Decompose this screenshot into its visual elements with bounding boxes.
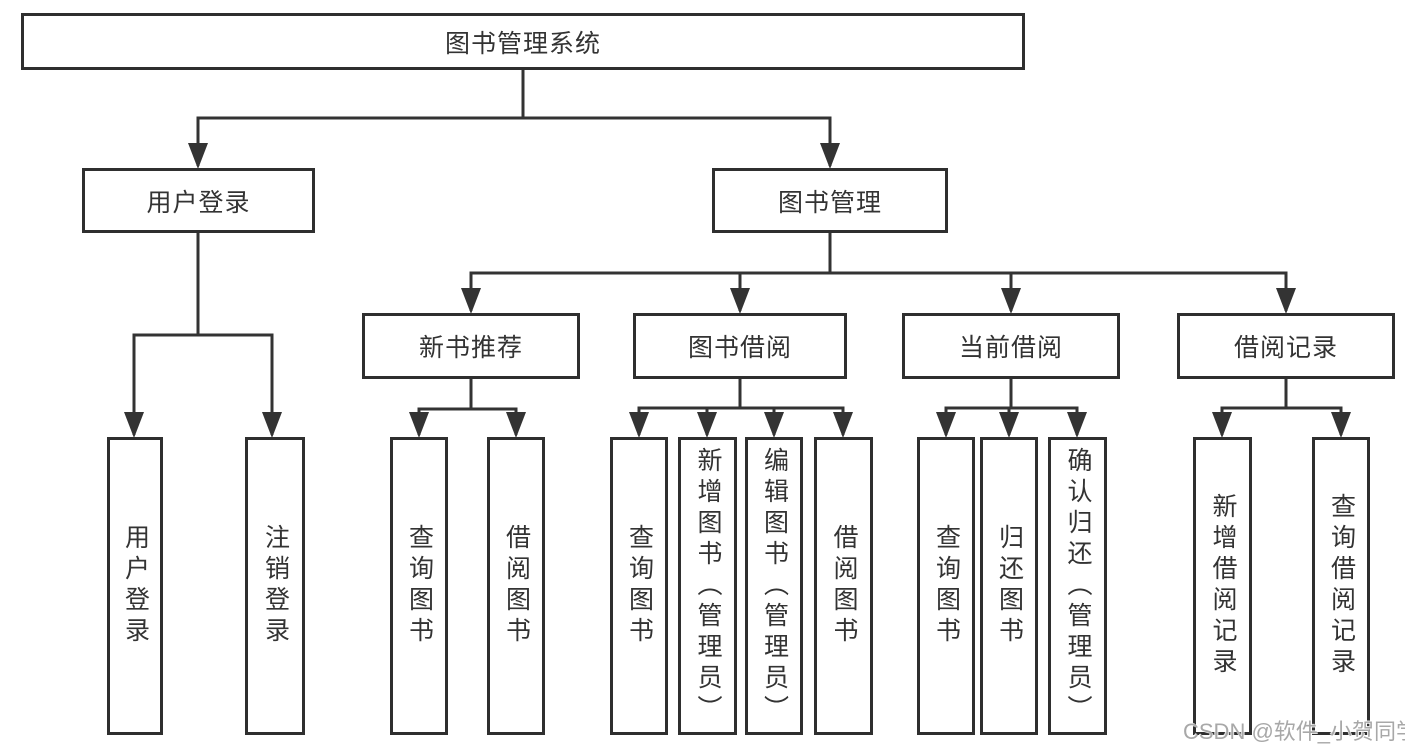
edge-newbook-bar (417, 407, 518, 435)
leaf-user-login: 用户登录 (107, 437, 163, 735)
leaf-borrow-edit-books-admin: 编辑图书（管理员） (745, 437, 803, 735)
leaf-borrow-query-books: 查询图书 (610, 437, 668, 735)
leaf-current-query-books: 查询图书 (917, 437, 975, 735)
node-user-login: 用户登录 (82, 168, 315, 233)
leaf-current-return-books: 归还图书 (980, 437, 1038, 735)
edge-bookmgmt-bar (469, 271, 1288, 311)
leaf-records-add-record: 新增借阅记录 (1193, 437, 1252, 735)
edge-borrow-bar (637, 406, 845, 435)
leaf-newbook-borrow-books: 借阅图书 (487, 437, 545, 735)
edge-userlogin-bar (132, 333, 274, 435)
edge-root-bar (196, 116, 832, 166)
node-root: 图书管理系统 (21, 13, 1025, 70)
arrowheads (124, 143, 1351, 438)
edge-records-bar (1220, 406, 1343, 435)
node-book-borrow: 图书借阅 (633, 313, 847, 379)
csdn-watermark: CSDN @软件_小贺同学 (1183, 719, 1405, 744)
leaf-borrow-borrow-books: 借阅图书 (814, 437, 873, 735)
leaf-current-confirm-return-admin: 确认归还（管理员） (1048, 437, 1107, 735)
node-book-management: 图书管理 (712, 168, 948, 233)
node-new-book-recommend: 新书推荐 (362, 313, 580, 379)
leaf-logout-login: 注销登录 (245, 437, 305, 735)
node-borrow-records: 借阅记录 (1177, 313, 1395, 379)
leaf-records-query-record: 查询借阅记录 (1312, 437, 1370, 735)
leaf-newbook-query-books: 查询图书 (390, 437, 448, 735)
leaf-borrow-add-books-admin: 新增图书（管理员） (678, 437, 737, 735)
node-current-borrow: 当前借阅 (902, 313, 1120, 379)
